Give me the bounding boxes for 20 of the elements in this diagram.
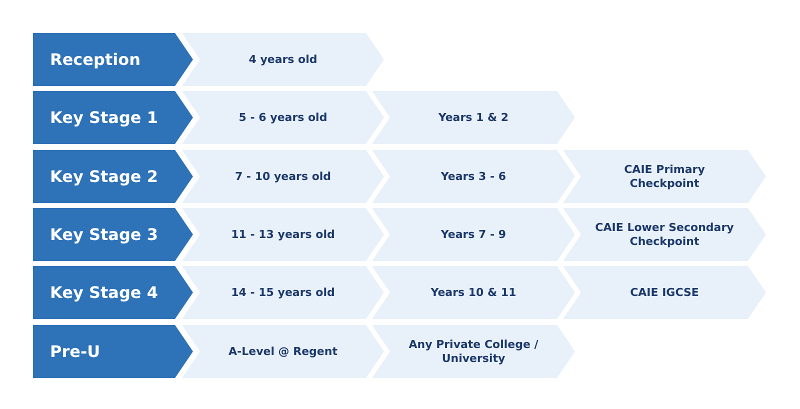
stage-detail-banner: 4 years old bbox=[182, 33, 384, 86]
stage-heading-banner: Key Stage 2 bbox=[33, 150, 193, 203]
stage-detail-banner: Years 7 - 9 bbox=[372, 208, 575, 261]
stage-detail-banner: CAIE Lower Secondary Checkpoint bbox=[563, 208, 766, 261]
stage-heading-banner: Key Stage 4 bbox=[33, 266, 193, 319]
stage-heading-banner: Key Stage 3 bbox=[33, 208, 193, 261]
stage-detail-banner: 14 - 15 years old bbox=[182, 266, 384, 319]
stage-detail-banner: Any Private College / University bbox=[372, 325, 575, 378]
stage-detail-banner: Years 10 & 11 bbox=[372, 266, 575, 319]
stage-heading-banner: Pre-U bbox=[33, 325, 193, 378]
stage-detail-banner: CAIE IGCSE bbox=[563, 266, 766, 319]
stage-detail-banner: 11 - 13 years old bbox=[182, 208, 384, 261]
stage-detail-banner: CAIE Primary Checkpoint bbox=[563, 150, 766, 203]
stage-detail-banner: Years 3 - 6 bbox=[372, 150, 575, 203]
stage-detail-banner: 7 - 10 years old bbox=[182, 150, 384, 203]
stage-heading-banner: Key Stage 1 bbox=[33, 91, 193, 144]
stage-detail-banner: 5 - 6 years old bbox=[182, 91, 384, 144]
stage-detail-banner: Years 1 & 2 bbox=[372, 91, 575, 144]
stage-heading-banner: Reception bbox=[33, 33, 193, 86]
stage-detail-banner: A-Level @ Regent bbox=[182, 325, 384, 378]
